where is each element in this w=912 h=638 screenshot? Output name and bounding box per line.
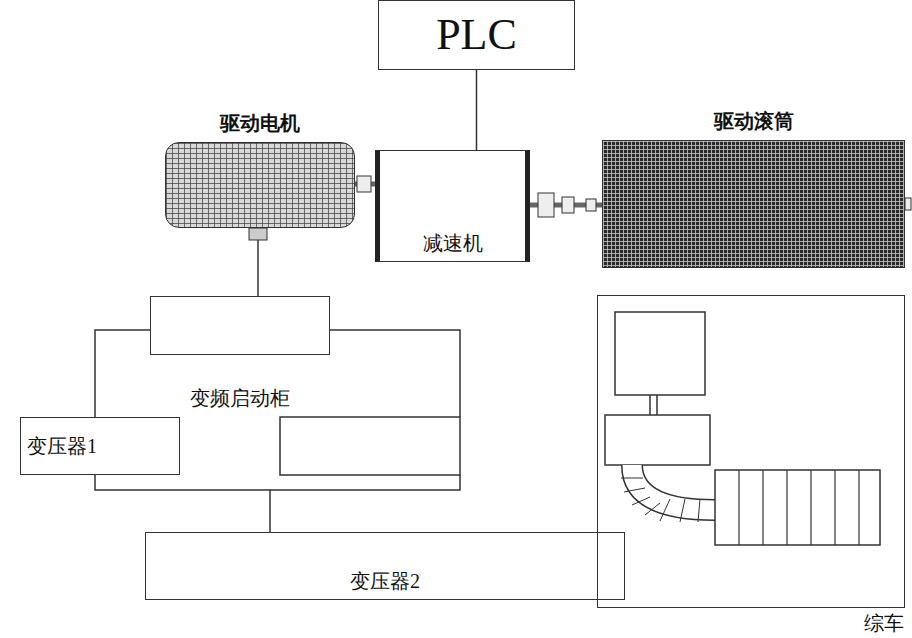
hose [632,465,715,510]
segment-line [810,470,811,545]
plc-box: PLC [378,0,575,70]
connector-line [95,475,270,532]
node-label: 减速机 [423,231,483,255]
pipe [656,395,658,415]
connector-line [476,70,478,150]
node-label: 变压器1 [27,434,97,458]
hose-ring [680,499,685,522]
coupling [357,176,371,192]
coupling [562,197,574,213]
segment-line [738,470,739,545]
equipment-box [605,415,710,465]
coupling [538,193,554,217]
equipment-box [615,312,705,395]
hose-rings [621,478,700,522]
hose-ring [645,503,660,515]
node-heading: 综车 [864,611,904,635]
node-heading: 驱动滚筒 [603,109,904,133]
cabinet-box [280,417,460,475]
hose-ring [660,499,670,521]
vfd-cabinet: 变频启动柜 [150,296,330,355]
shaft-end [905,198,911,210]
mining-panel: 综车 [597,295,905,608]
hose [632,465,715,510]
terminal-box [249,228,267,240]
drive-drum: 驱动滚筒 [602,140,905,268]
segment-line [858,470,859,545]
node-label: PLC [436,9,517,62]
node-label: 变压器2 [350,569,420,593]
reducer: 减速机 [375,150,530,262]
wire [330,330,460,417]
segment-line [834,470,835,545]
segment-lines [739,470,859,545]
hose-ring [698,499,700,522]
coupling [586,199,596,211]
segmented-unit [715,470,880,545]
node-heading: 驱动电机 [166,111,354,135]
hose-ring [621,478,643,479]
wire [270,475,460,490]
transformer-box: 变压器2 [145,532,625,600]
connector-line [95,330,150,417]
segment-line [762,470,763,545]
drive-motor: 驱动电机 [165,142,355,228]
segment-line [786,470,787,545]
hose-ring [632,497,650,505]
pipe [649,395,651,415]
transformer-box: 变压器1 [20,417,180,475]
hose-ring [624,488,645,492]
node-heading: 变频启动柜 [151,386,329,410]
